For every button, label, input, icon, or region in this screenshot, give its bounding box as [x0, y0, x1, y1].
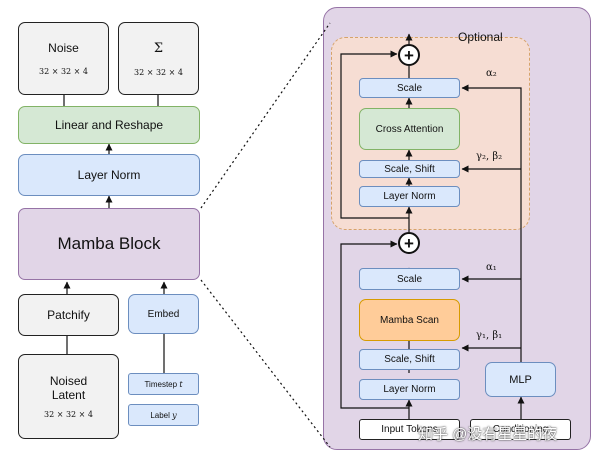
optional-label: Optional: [458, 30, 503, 44]
noise-dims: 32 × 32 × 4: [38, 67, 89, 76]
mamba-scan-box: Mamba Scan: [359, 299, 460, 341]
label-text: Label: [150, 410, 170, 420]
noise-label: Noise: [48, 41, 79, 55]
scale-shift-box-top: Scale, Shift: [359, 160, 460, 178]
noised-latent-line1: Noised: [49, 374, 88, 388]
scale-shift-box-bottom: Scale, Shift: [359, 349, 460, 370]
cross-attention-box: Cross Attention: [359, 108, 460, 150]
scale-box-bottom: Scale: [359, 268, 460, 290]
scale-box-top: Scale: [359, 78, 460, 98]
timestep-text: Timestep: [144, 379, 178, 389]
layer-norm-box: Layer Norm: [18, 154, 200, 196]
mlp-box: MLP: [485, 362, 556, 397]
patchify-box: Patchify: [18, 294, 119, 336]
alpha2-label: α₂: [486, 68, 497, 79]
input-tokens-box: Input Tokens: [359, 419, 460, 440]
alpha1-label: α₁: [486, 262, 497, 273]
noised-latent-box: Noised Latent 32 × 32 × 4: [18, 354, 119, 439]
sigma-output-box: Σ 32 × 32 × 4: [118, 22, 199, 95]
gamma2-beta2-label: γ₂, β₂: [476, 151, 503, 162]
label-var: y: [172, 410, 177, 420]
layer-norm-box-top: Layer Norm: [359, 186, 460, 207]
watermark: 知乎 @没有星星的夜: [418, 426, 558, 443]
plus-icon-top: +: [398, 44, 420, 66]
sigma-label: Σ: [153, 40, 164, 56]
noised-latent-dims: 32 × 32 × 4: [43, 410, 94, 419]
gamma1-beta1-label: γ₁, β₁: [476, 330, 503, 341]
linear-reshape-box: Linear and Reshape: [18, 106, 200, 144]
timestep-var: t: [179, 379, 183, 389]
layer-norm-box-bottom: Layer Norm: [359, 379, 460, 400]
noise-output-box: Noise 32 × 32 × 4: [18, 22, 109, 95]
noised-latent-line2: Latent: [51, 388, 86, 402]
embed-box: Embed: [128, 294, 199, 334]
sigma-dims: 32 × 32 × 4: [133, 67, 184, 77]
plus-icon-bottom: +: [398, 232, 420, 254]
conditioning-box: Conditioning: [470, 419, 571, 440]
label-box: Label y: [128, 404, 199, 426]
mamba-block-box: Mamba Block: [18, 208, 200, 280]
timestep-box: Timestep t: [128, 373, 199, 395]
